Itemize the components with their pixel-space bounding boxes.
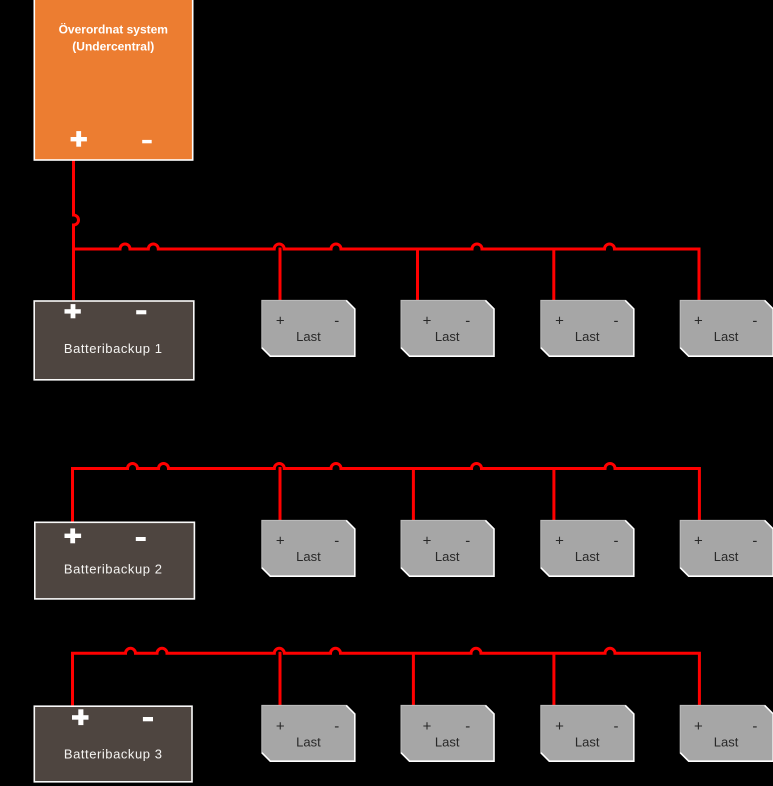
- svg-text:-: -: [334, 312, 339, 329]
- svg-text:-: -: [465, 718, 470, 735]
- svg-text:Last: Last: [435, 329, 460, 344]
- svg-text:+: +: [694, 533, 703, 550]
- svg-text:Last: Last: [435, 549, 460, 564]
- svg-text:-: -: [752, 718, 757, 735]
- svg-text:-: -: [334, 718, 339, 735]
- svg-text:+: +: [423, 533, 432, 550]
- svg-text:+: +: [276, 718, 285, 735]
- svg-text:Last: Last: [714, 549, 739, 564]
- svg-text:Last: Last: [575, 549, 600, 564]
- svg-text:Last: Last: [435, 734, 460, 749]
- svg-text:-: -: [614, 533, 619, 550]
- svg-text:+: +: [555, 533, 564, 550]
- svg-text:+: +: [423, 312, 432, 329]
- svg-text:(Undercentral): (Undercentral): [72, 40, 154, 54]
- svg-text:Last: Last: [296, 734, 321, 749]
- svg-text:-: -: [614, 718, 619, 735]
- svg-text:Last: Last: [296, 329, 321, 344]
- svg-text:Last: Last: [714, 329, 739, 344]
- svg-text:+: +: [276, 533, 285, 550]
- svg-text:Överordnat system: Överordnat system: [59, 22, 168, 37]
- svg-text:Batteribackup 1: Batteribackup 1: [64, 341, 163, 356]
- svg-text:+: +: [555, 718, 564, 735]
- svg-text:Batteribackup 2: Batteribackup 2: [64, 561, 163, 576]
- svg-text:-: -: [752, 533, 757, 550]
- svg-text:Batteribackup 3: Batteribackup 3: [64, 746, 163, 761]
- svg-text:Last: Last: [575, 329, 600, 344]
- svg-text:+: +: [694, 312, 703, 329]
- svg-text:-: -: [465, 533, 470, 550]
- svg-text:-: -: [614, 312, 619, 329]
- svg-text:-: -: [334, 533, 339, 550]
- svg-text:+: +: [555, 312, 564, 329]
- svg-text:-: -: [752, 312, 757, 329]
- svg-text:+: +: [276, 312, 285, 329]
- svg-text:+: +: [694, 718, 703, 735]
- svg-text:-: -: [465, 312, 470, 329]
- svg-text:Last: Last: [714, 734, 739, 749]
- svg-text:Last: Last: [296, 549, 321, 564]
- svg-text:+: +: [423, 718, 432, 735]
- svg-text:Last: Last: [575, 734, 600, 749]
